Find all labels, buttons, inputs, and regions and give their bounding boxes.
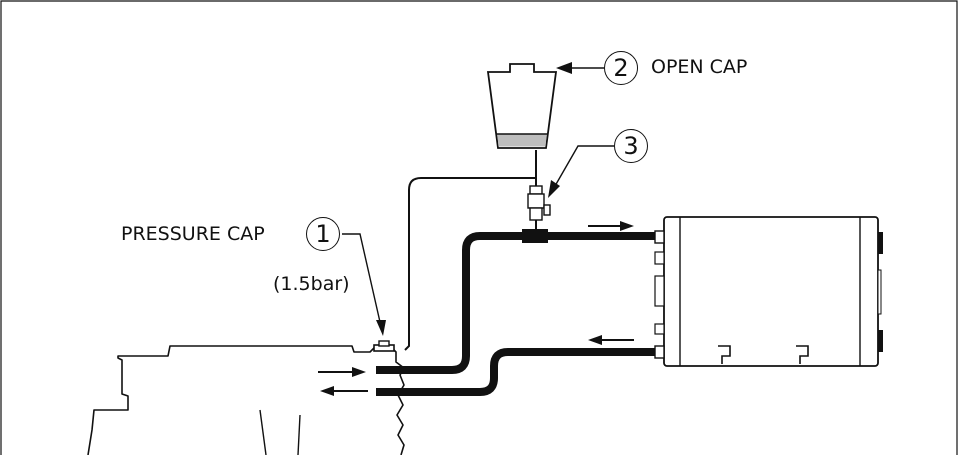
pressure-cap-label: PRESSURE CAP bbox=[121, 223, 265, 245]
radiator bbox=[654, 216, 883, 367]
leader-arrow-3 bbox=[548, 180, 560, 198]
callout-number-1: 1 bbox=[306, 217, 340, 251]
leader-arrow-1 bbox=[376, 320, 386, 336]
leader-arrow-2 bbox=[556, 62, 572, 74]
flow-arrow-right bbox=[318, 367, 366, 377]
leader-line-3 bbox=[554, 145, 614, 187]
flow-arrow-left bbox=[588, 335, 634, 345]
t-fitting bbox=[522, 229, 548, 243]
valve-body bbox=[529, 207, 543, 221]
lower-hose bbox=[376, 348, 655, 396]
engine-block-detail bbox=[297, 414, 301, 455]
callout-number-3: 3 bbox=[614, 129, 648, 163]
coolant-level bbox=[497, 134, 547, 147]
valve-body bbox=[529, 185, 543, 195]
pressure-cap-neck bbox=[378, 340, 390, 347]
valve-body bbox=[527, 193, 545, 209]
upper-hose bbox=[376, 232, 655, 374]
flow-arrow-right bbox=[588, 221, 634, 231]
pressure-cap-rating: (1.5bar) bbox=[273, 273, 350, 295]
valve-handle bbox=[543, 204, 551, 216]
overflow-hose bbox=[404, 150, 537, 351]
leader-line-1 bbox=[342, 233, 381, 323]
engine-block bbox=[87, 345, 405, 455]
callout-number-2: 2 bbox=[604, 51, 638, 85]
reservoir-tank bbox=[486, 63, 558, 149]
engine-block-detail bbox=[259, 409, 267, 455]
flow-arrow-left bbox=[320, 386, 368, 396]
open-cap-label: OPEN CAP bbox=[651, 56, 748, 78]
